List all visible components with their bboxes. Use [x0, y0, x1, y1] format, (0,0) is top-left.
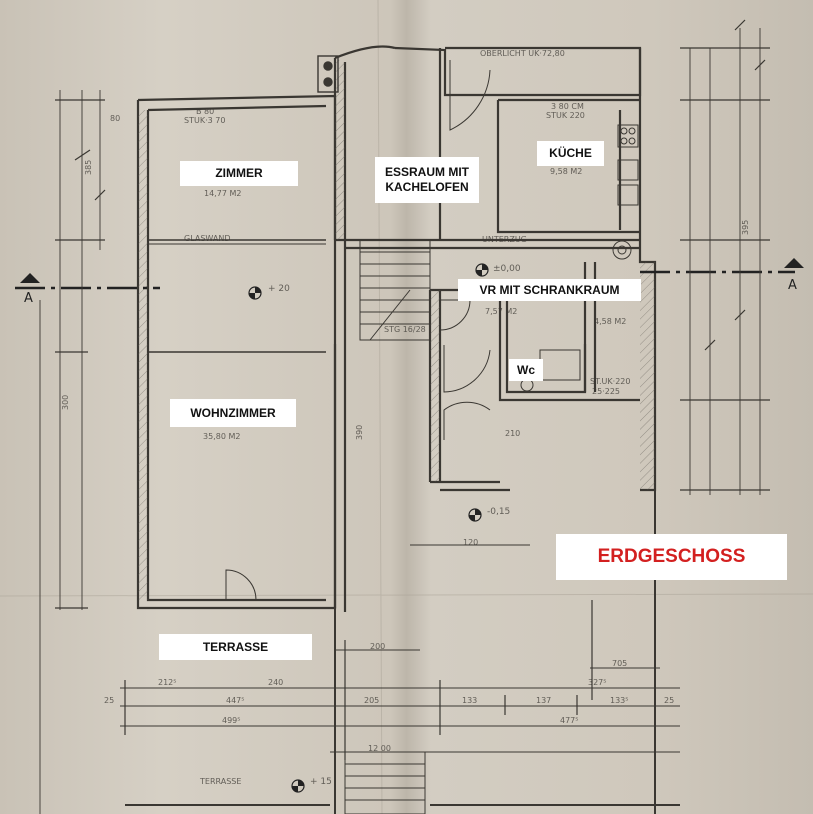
stufen-note: STG 16/28: [384, 325, 426, 334]
room-label-vorraum: VR MIT SCHRANKRAUM: [458, 279, 641, 301]
dim-25-right: 25: [664, 696, 675, 705]
dim-133: 133: [462, 696, 478, 705]
dim-137: 137: [536, 696, 552, 705]
dim-240: 240: [268, 678, 284, 687]
schrankraum-area-note: 4,58 M2: [594, 317, 627, 326]
dim-1335: 133⁵: [610, 696, 629, 705]
section-marker-left: A: [24, 291, 33, 306]
room-label-terrasse: TERRASSE: [159, 634, 312, 660]
room-label-wohnzimmer: WOHNZIMMER: [170, 399, 296, 427]
section-marker-right: A: [788, 278, 797, 293]
level-entry-note: -0,15: [487, 507, 511, 517]
unterzug-note: UNTERZUG: [482, 235, 527, 244]
dim-4475: 447⁵: [226, 696, 245, 705]
room-label-essraum: ESSRAUM MIT KACHELOFEN: [375, 157, 479, 203]
dimension-lines-right: [680, 19, 770, 495]
dimension-lines-left: [39, 90, 106, 814]
dim-2125: 212⁵: [158, 678, 177, 687]
stairs: [344, 239, 431, 814]
dim-385: 385: [84, 159, 93, 175]
dim-705: 705: [612, 659, 628, 668]
room-label-kueche: KÜCHE: [537, 141, 604, 166]
dim-200: 200: [370, 642, 386, 651]
level-zero-note: ±0,00: [493, 264, 521, 274]
level-markers: [248, 263, 489, 793]
doors: [225, 60, 491, 601]
kueche-window-note: 3 80 CM: [551, 102, 584, 111]
zimmer-stuk-note: STUK·3 70: [184, 116, 226, 125]
dim-390: 390: [355, 424, 364, 440]
room-label-essraum-line1: ESSRAUM MIT: [385, 165, 469, 179]
dim-205: 205: [364, 696, 380, 705]
section-line: [15, 258, 804, 290]
kueche-area-note: 9,58 M2: [550, 167, 583, 176]
dim-120: 120: [463, 538, 479, 547]
dim-25-left: 25: [104, 696, 115, 705]
dim-395: 395: [741, 219, 750, 235]
wohnzimmer-area-note: 35,80 M2: [203, 432, 241, 441]
dim-4995: 499⁵: [222, 716, 241, 725]
zimmer-area-note: 14,77 M2: [204, 189, 242, 198]
dim-uk: ST.UK·220: [590, 377, 631, 386]
chimney: [317, 55, 339, 93]
dim-3275: 327⁵: [588, 678, 607, 687]
dim-210: 210: [505, 429, 521, 438]
dim-300: 300: [61, 394, 70, 410]
dim-1200: 12 00: [368, 744, 391, 753]
room-label-essraum-line2: KACHELOFEN: [385, 180, 469, 194]
vr-area-note: 7,57 M2: [485, 307, 518, 316]
zimmer-window-note: B 80: [196, 107, 215, 116]
glaswand-note: GLASWAND: [184, 234, 231, 243]
terrasse-small-note: TERRASSE: [200, 777, 242, 786]
kueche-stuk-note: STUK 220: [546, 111, 585, 120]
floor-title: ERDGESCHOSS: [556, 534, 787, 580]
level-terrace-note: + 15: [310, 777, 332, 787]
hatched-walls: [138, 60, 655, 600]
dim-80: 80: [110, 114, 121, 123]
oberlicht-note: OBERLICHT UK·72,80: [480, 49, 565, 58]
dim-4775: 477⁵: [560, 716, 579, 725]
room-label-zimmer: ZIMMER: [180, 161, 298, 186]
room-label-wc: Wc: [509, 359, 543, 381]
level-living-note: + 20: [268, 284, 290, 294]
dim-225: 25·225: [592, 387, 620, 396]
